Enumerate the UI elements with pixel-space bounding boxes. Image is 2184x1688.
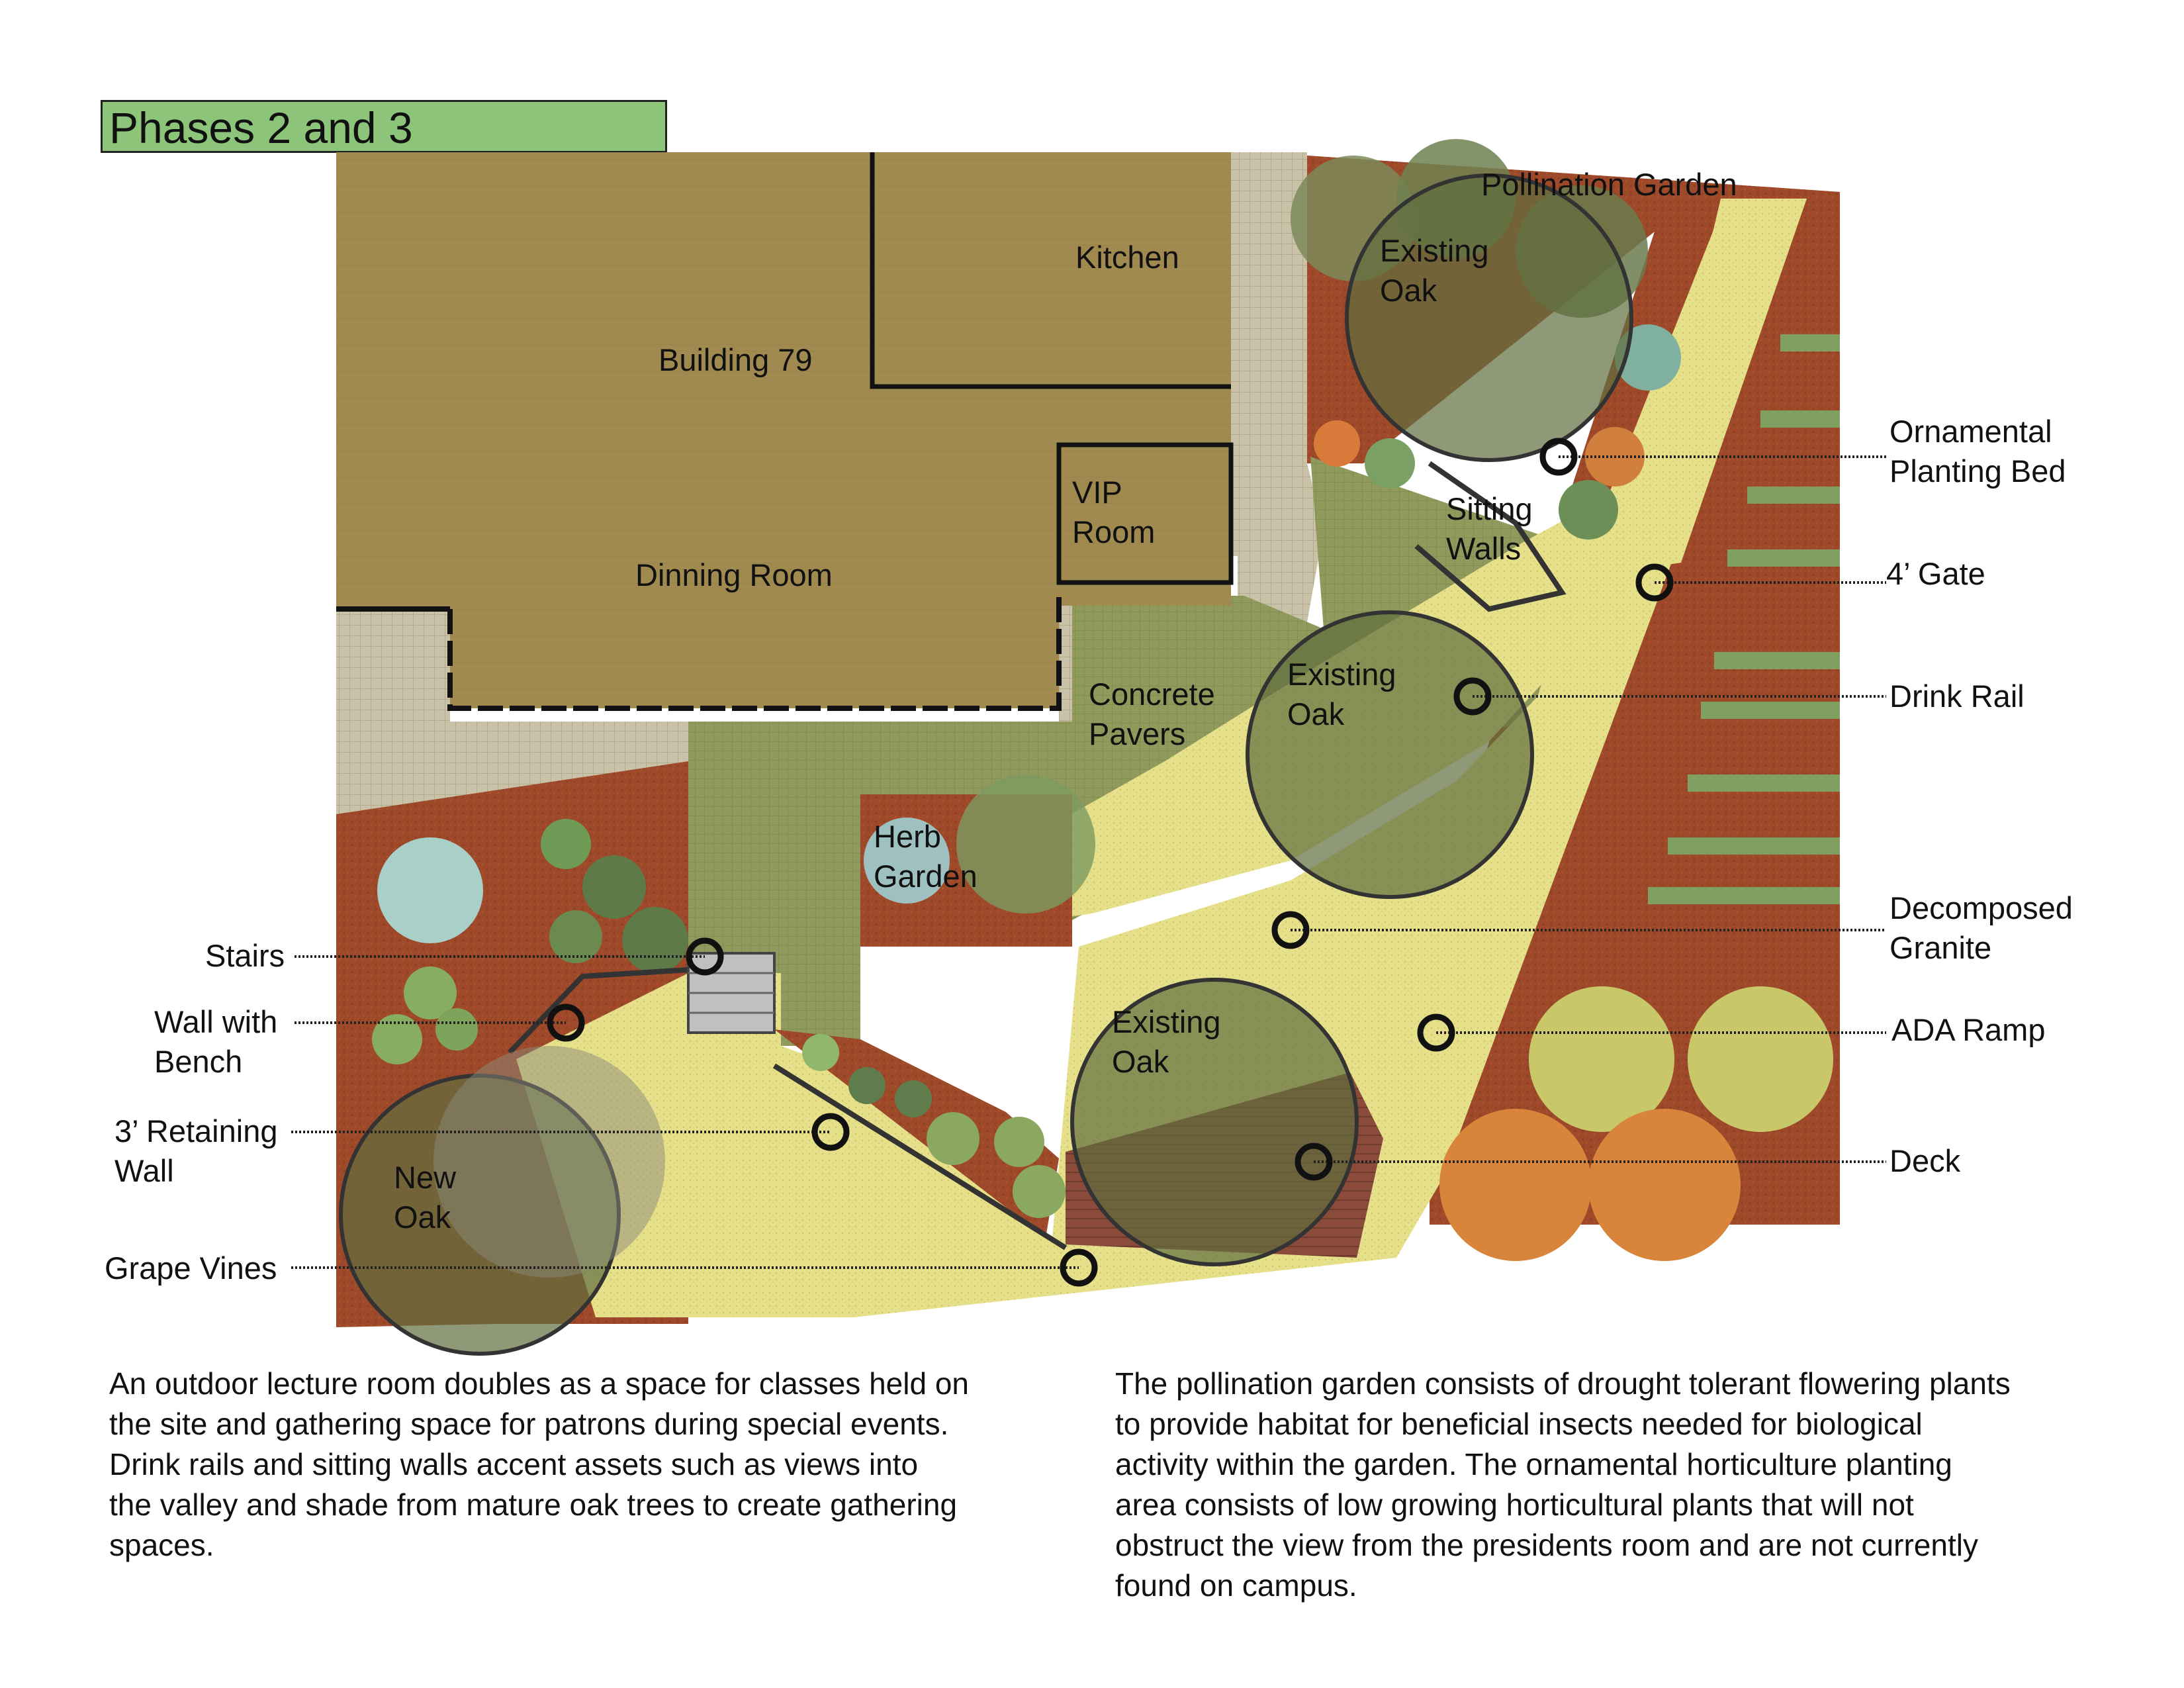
building-79: [336, 152, 1234, 711]
marker-ada-ramp: [1417, 1013, 1455, 1052]
herb-garden-bed: [860, 774, 1095, 947]
callout-retaining-wall-line-1: 3’ Retaining: [114, 1113, 277, 1149]
marker-gate: [1635, 563, 1674, 602]
label-oak-1-line-1: Existing: [1380, 233, 1489, 268]
callout-decomposed-granite-line-2: Granite: [1889, 930, 1991, 965]
callout-ornamental-line-2: Planting Bed: [1889, 453, 2066, 489]
description-right-line: obstruct the view from the presidents ro…: [1115, 1528, 1978, 1562]
stairs: [687, 952, 776, 1034]
marker-wall-bench: [547, 1004, 585, 1042]
label-new-oak-line-2: Oak: [394, 1199, 451, 1235]
label-oak-2-line-1: Existing: [1287, 657, 1396, 692]
callout-grape-vines: Grape Vines: [105, 1250, 277, 1286]
callouts-left: Stairs Wall with Bench 3’ Retaining Wall…: [105, 938, 285, 1286]
site-walls: [508, 461, 1567, 1250]
description-left-line: the site and gathering space for patrons…: [109, 1407, 949, 1441]
label-oak-3-line-2: Oak: [1112, 1044, 1169, 1079]
retaining-wall-bed: [774, 1029, 1066, 1238]
callout-wall-bench-line-2: Bench: [154, 1044, 242, 1079]
callout-retaining-wall-line-2: Wall: [114, 1153, 174, 1188]
label-oak-3-line-1: Existing: [1112, 1004, 1221, 1039]
callout-ada-ramp: ADA Ramp: [1891, 1012, 2045, 1047]
label-new-oak-line-1: New: [394, 1160, 457, 1195]
page-title: Phases 2 and 3: [109, 103, 413, 152]
plan-labels: Building 79 Kitchen Dinning Room VIP Roo…: [394, 167, 1737, 1235]
label-concrete-pavers-line-2: Pavers: [1089, 716, 1185, 751]
callout-deck: Deck: [1889, 1143, 1961, 1178]
marker-deck: [1295, 1143, 1333, 1181]
flowering-trees: [1439, 986, 1833, 1261]
label-oak-1-line-2: Oak: [1380, 273, 1437, 308]
label-kitchen: Kitchen: [1075, 240, 1179, 275]
callout-ornamental-line-1: Ornamental: [1889, 414, 2052, 449]
description-right: The pollination garden consists of droug…: [1115, 1364, 2161, 1606]
description-left-line: spaces.: [109, 1528, 214, 1562]
label-vip-line-1: VIP: [1072, 475, 1122, 510]
callout-gate: 4’ Gate: [1886, 556, 1985, 591]
marker-retaining-wall: [811, 1113, 850, 1151]
title-box: Phases 2 and 3: [101, 100, 667, 153]
ornamental-planting-rows: [1648, 334, 1840, 904]
description-left: An outdoor lecture room doubles as a spa…: [109, 1364, 1089, 1566]
description-right-line: found on campus.: [1115, 1568, 1357, 1603]
description-right-line: to provide habitat for beneficial insect…: [1115, 1407, 1923, 1441]
label-sitting-walls-line-2: Walls: [1446, 531, 1521, 566]
callout-leaders: [291, 455, 1886, 1269]
label-oak-2-line-2: Oak: [1287, 696, 1345, 731]
description-left-line: the valley and shade from mature oak tre…: [109, 1487, 958, 1522]
description-right-line: activity within the garden. The ornament…: [1115, 1447, 1952, 1481]
callout-wall-bench-line-1: Wall with: [154, 1004, 277, 1039]
marker-decomposed-granite: [1271, 911, 1310, 949]
label-pollination-garden: Pollination Garden: [1481, 167, 1737, 202]
callout-decomposed-granite-line-1: Decomposed: [1889, 890, 2073, 925]
marker-grape-vines: [1060, 1248, 1098, 1287]
label-dining-room: Dinning Room: [635, 557, 833, 592]
description-left-line: An outdoor lecture room doubles as a spa…: [109, 1366, 969, 1401]
callout-markers: [547, 438, 1674, 1287]
callout-stairs: Stairs: [205, 938, 285, 973]
callout-drink-rail: Drink Rail: [1889, 679, 2025, 714]
callouts-right: Ornamental Planting Bed 4’ Gate Drink Ra…: [1886, 414, 2073, 1178]
label-concrete-pavers-line-1: Concrete: [1089, 677, 1215, 712]
description-right-line: The pollination garden consists of droug…: [1115, 1366, 2011, 1401]
description-right-line: area consists of low growing horticultur…: [1115, 1487, 1914, 1522]
label-herb-garden-line-2: Garden: [874, 859, 978, 894]
marker-ornamental-bed: [1539, 438, 1578, 476]
marker-stairs: [686, 937, 724, 976]
label-vip-line-2: Room: [1072, 514, 1155, 549]
label-sitting-walls-line-1: Sitting: [1446, 491, 1533, 526]
description-left-line: Drink rails and sitting walls accent ass…: [109, 1447, 919, 1481]
marker-drink-rail: [1453, 677, 1492, 716]
label-building-79: Building 79: [659, 342, 813, 377]
concrete-pavers-area: [336, 152, 1324, 814]
label-herb-garden-line-1: Herb: [874, 819, 941, 854]
